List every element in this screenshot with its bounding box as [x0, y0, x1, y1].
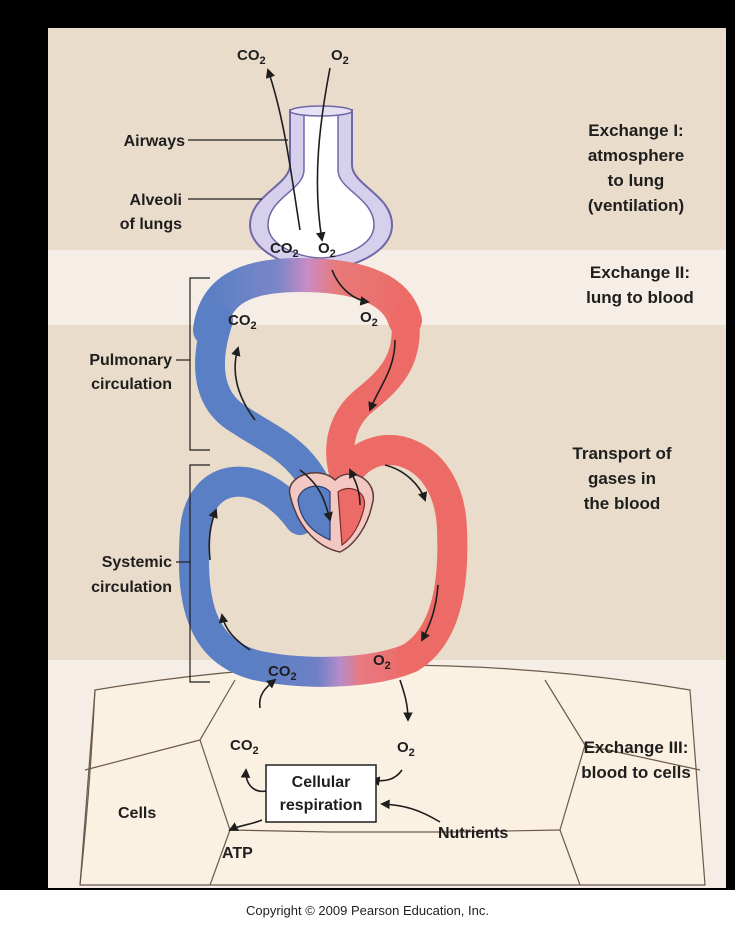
exchange1-line3: to lung — [608, 171, 665, 190]
cellular-respiration-label-line2: respiration — [280, 797, 363, 814]
atp-label: ATP — [222, 845, 253, 862]
systemic-label-line2: circulation — [91, 579, 172, 596]
alveoli-label-line1: Alveoli — [130, 192, 182, 209]
exchange1-line1: Exchange I: — [588, 121, 683, 140]
nutrients-label: Nutrients — [438, 825, 508, 842]
diagram: CO2 O2 CO2 O2 CO2 O2 CO2 O2 CO2 O2 Airwa… — [0, 0, 735, 890]
airways-label: Airways — [124, 133, 185, 150]
exchange1-line2: atmosphere — [588, 146, 684, 165]
exchange2-line2: lung to blood — [586, 288, 694, 307]
alveoli-label-line2: of lungs — [120, 216, 182, 233]
exchange2-line1: Exchange II: — [590, 263, 690, 282]
transport-line3: the blood — [584, 494, 660, 513]
systemic-label-line1: Systemic — [102, 554, 172, 571]
transport-line1: Transport of — [572, 444, 672, 463]
pulmonary-label-line1: Pulmonary — [89, 352, 172, 369]
transport-line2: gases in — [588, 469, 656, 488]
exchange1-line4: (ventilation) — [588, 196, 684, 215]
cellular-respiration-label-line1: Cellular — [292, 774, 351, 791]
copyright-notice: Copyright © 2009 Pearson Education, Inc. — [0, 903, 735, 918]
cells-label: Cells — [118, 805, 156, 822]
pulmonary-label-line2: circulation — [91, 376, 172, 393]
exchange3-line1: Exchange III: — [584, 738, 689, 757]
exchange3-line2: blood to cells — [581, 763, 691, 782]
